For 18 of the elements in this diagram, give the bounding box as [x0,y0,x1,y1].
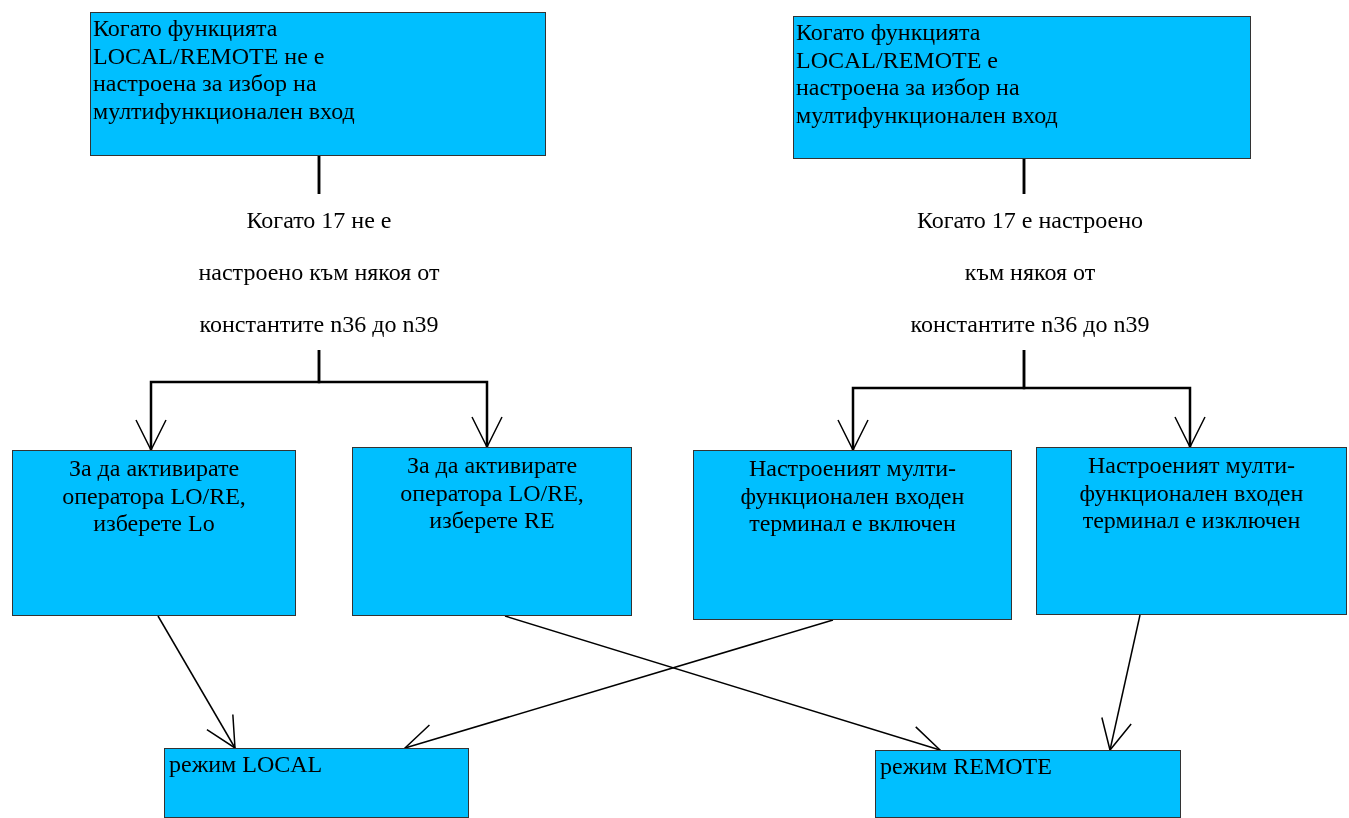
arrow [157,615,236,749]
arrow [1101,614,1141,751]
box-text: режим LOCAL [169,751,324,779]
process-box [693,450,1012,620]
process-box [793,16,1251,159]
box-text: Настроеният мулти-функционален входен терминал е изключен [1078,452,1305,535]
process-box [90,12,546,156]
process-box [12,450,296,616]
box-text: Настроеният мулти-функционален входен терминал е включен [739,455,966,538]
box-text: За да активирате оператора LO/RE, изберете RE [399,452,585,535]
process-box [164,748,469,818]
process-box [352,447,632,616]
box-text: Когато функцията LOCAL/REMOTE е настроена за избор на мултифункционален вход [796,19,1059,130]
process-box [1036,447,1347,615]
box-text: режим REMOTE [880,753,1053,781]
box-text: Когато функцията LOCAL/REMOTE не е настроена за избор на мултифункционален вход [93,15,356,126]
box-text: За да активирате оператора LO/RE, изберете Lo [61,455,247,538]
process-box [875,750,1181,818]
